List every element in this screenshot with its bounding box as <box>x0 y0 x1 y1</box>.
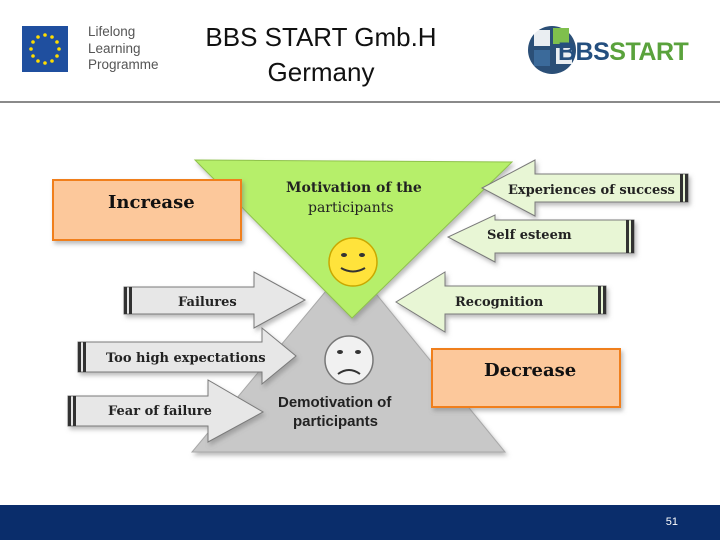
demotivation-label-line: participants <box>293 413 378 430</box>
programme-name-line: Programme <box>88 57 159 72</box>
motivation-label-line: participants <box>308 200 394 216</box>
bbs-start-wordmark: BBSSTART <box>558 38 689 67</box>
lifelong-learning-programme-logo: Lifelong Learning Programme <box>22 22 170 76</box>
eu-flag-icon <box>22 26 68 72</box>
wordmark-part: START <box>609 38 689 66</box>
arrow-label: Self esteem <box>487 228 572 243</box>
arrow-label: Experiences of success <box>508 183 675 198</box>
slide-title: BBS START Gmb.H Germany <box>180 20 462 90</box>
demotivation-label-line: Demotivation of <box>278 394 392 411</box>
bbs-globe-icon <box>528 26 576 74</box>
bbs-start-logo: BBSSTART <box>526 22 689 78</box>
arrow-failures <box>123 271 307 329</box>
arrow-label: Recognition <box>455 295 544 310</box>
increase-label: Increase <box>108 192 195 213</box>
footer-bar: 51 <box>0 505 720 540</box>
decrease-box <box>431 348 621 408</box>
programme-name: Lifelong Learning Programme <box>88 24 159 74</box>
arrow-self-esteem <box>446 214 635 263</box>
arrow-label: Too high expectations <box>106 351 266 366</box>
motivation-label-line: Motivation of the <box>286 180 422 196</box>
increase-box <box>52 179 242 241</box>
arrow-label: Failures <box>178 295 237 310</box>
slide-title-line: Germany <box>267 57 375 87</box>
arrow-experiences-of-success <box>480 159 689 217</box>
programme-name-line: Learning <box>88 40 141 56</box>
happy-face-icon <box>328 237 378 287</box>
programme-name-line: Lifelong <box>88 24 136 39</box>
header-divider <box>0 101 720 103</box>
slide-title-line: BBS START Gmb.H <box>205 22 437 52</box>
arrow-recognition <box>395 271 607 333</box>
page-number: 51 <box>665 516 678 528</box>
arrow-fear-of-failure <box>67 379 265 443</box>
decrease-label: Decrease <box>484 360 576 381</box>
wordmark-part: BBS <box>558 38 610 66</box>
arrow-too-high-expectations <box>77 326 297 386</box>
arrow-label: Fear of failure <box>108 404 212 419</box>
sad-face-icon <box>324 335 374 385</box>
